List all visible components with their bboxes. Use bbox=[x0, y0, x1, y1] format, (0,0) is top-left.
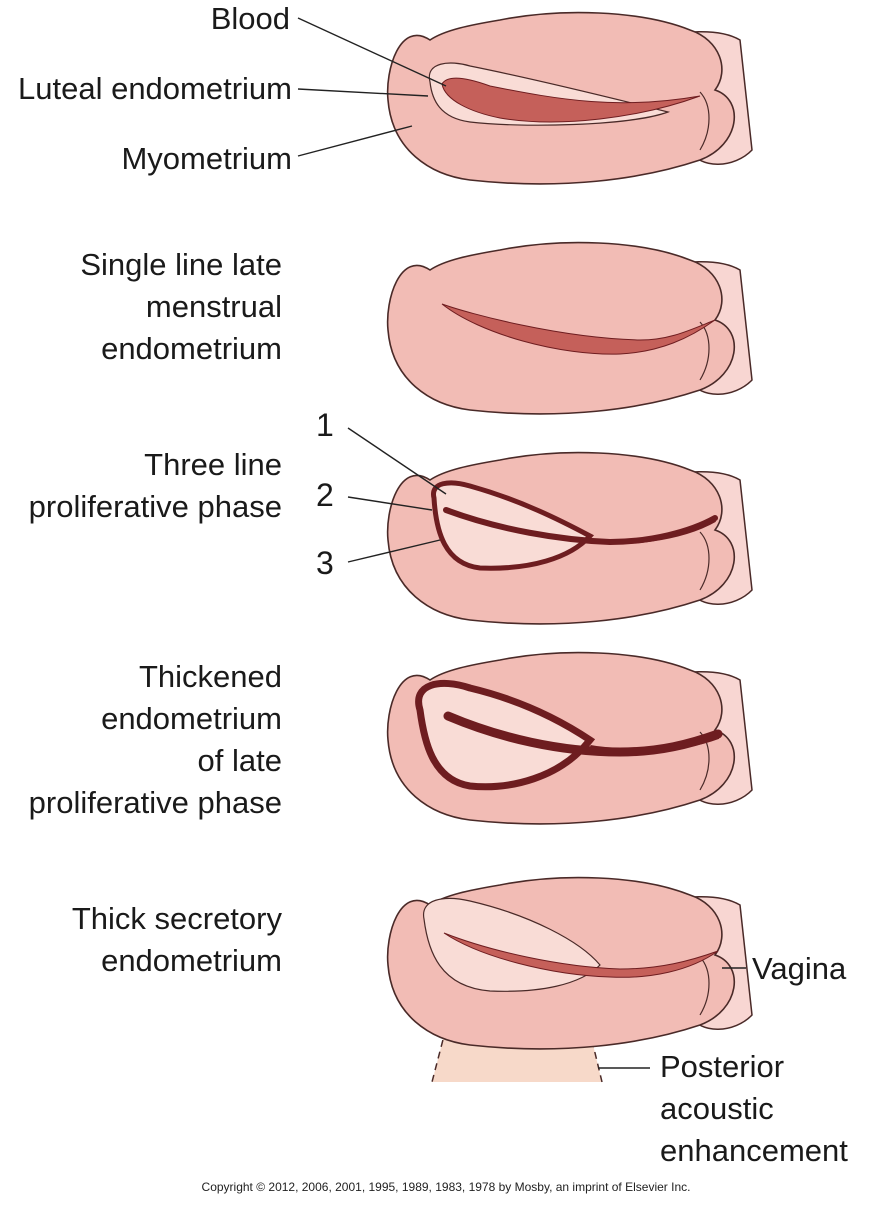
label-secretory: Thick secretory endometrium bbox=[71, 901, 282, 978]
label-layer-3: 3 bbox=[316, 545, 334, 581]
blood-stripe bbox=[441, 77, 701, 123]
copyright-notice: Copyright © 2012, 2006, 2001, 1995, 1989… bbox=[201, 1180, 691, 1194]
label-thickened: Thickened endometrium of late proliferat… bbox=[28, 659, 282, 820]
uterus-secretory bbox=[386, 876, 753, 1050]
label-layer-2: 2 bbox=[316, 477, 334, 513]
label-vagina: Vagina bbox=[752, 951, 847, 986]
label-myometrium: Myometrium bbox=[121, 141, 292, 176]
uterus-thickened bbox=[386, 651, 753, 825]
uterus-luteal bbox=[386, 11, 753, 185]
leader-lines bbox=[297, 17, 746, 1069]
label-layer-1: 1 bbox=[316, 407, 334, 443]
label-blood: Blood bbox=[210, 1, 290, 36]
uterus-single-line bbox=[386, 241, 753, 415]
label-single-line: Single line late menstrual endometrium bbox=[80, 247, 282, 366]
single-line-stripe bbox=[441, 303, 716, 355]
label-luteal-endometrium: Luteal endometrium bbox=[18, 71, 292, 106]
uterus-three-line bbox=[386, 451, 753, 625]
secretory-central-stripe bbox=[443, 932, 719, 978]
label-posterior-acoustic-enhancement: Posterior acoustic enhancement bbox=[660, 1049, 848, 1168]
label-three-line: Three line proliferative phase bbox=[28, 447, 282, 524]
